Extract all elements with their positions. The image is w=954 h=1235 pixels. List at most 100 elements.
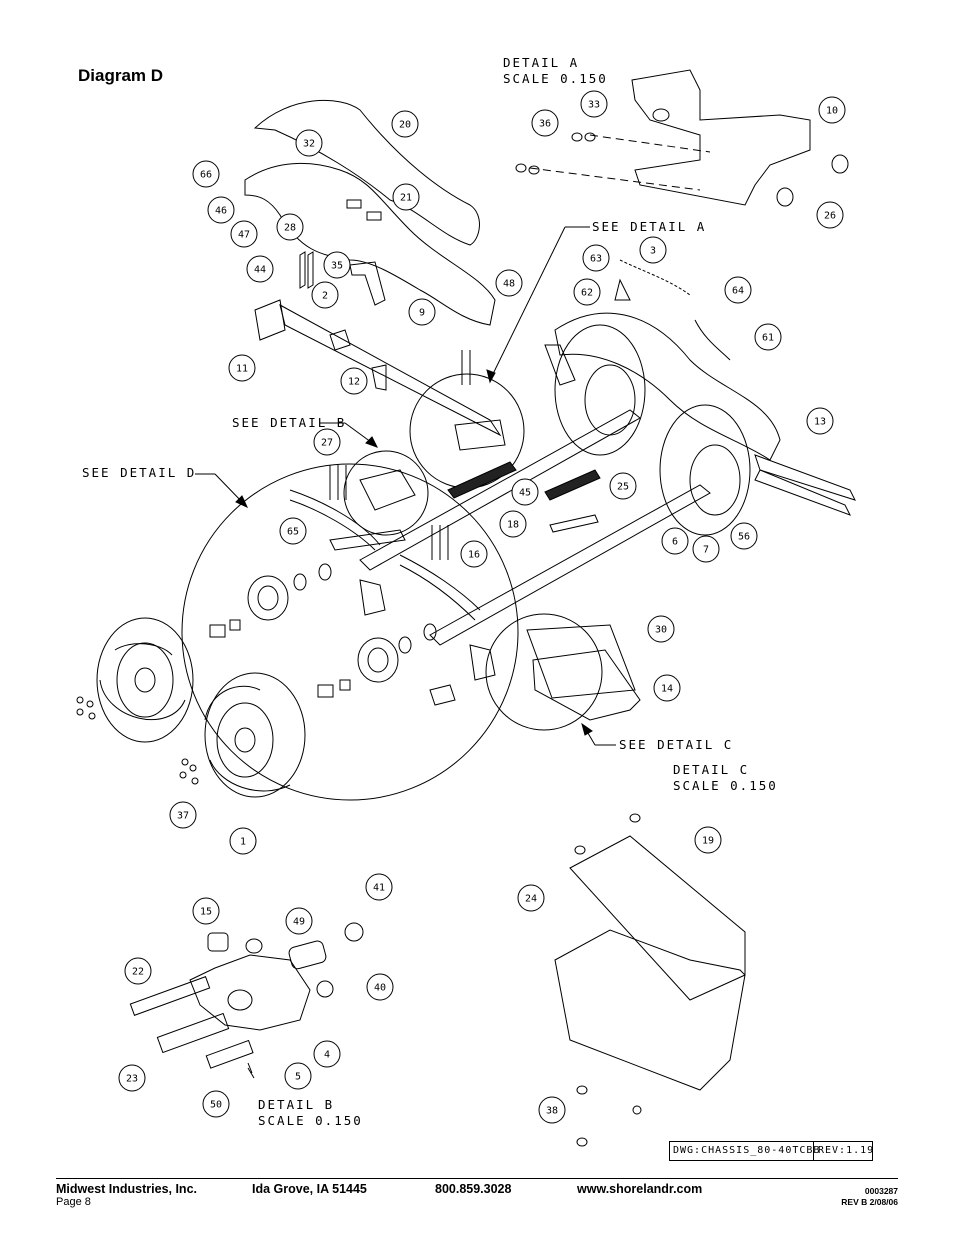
callout-bubble [724, 276, 752, 304]
footer-city: Ida Grove, IA 51445 [252, 1182, 367, 1196]
wheel-front-right [204, 672, 306, 798]
callout-bubble [639, 236, 667, 264]
footer-website: www.shorelandr.com [577, 1182, 703, 1196]
callout-bubble [365, 873, 393, 901]
callout-bubble [499, 510, 527, 538]
callout-number: 25 [617, 482, 629, 493]
callout-number: 35 [331, 261, 343, 272]
callout-bubble [295, 129, 323, 157]
callout-number: 62 [581, 288, 593, 299]
callout-number: 11 [236, 364, 248, 375]
callout-bubble [118, 1064, 146, 1092]
step-pad-45 [544, 469, 601, 501]
step-plate-19 [569, 835, 746, 1001]
callout-bubble [313, 1040, 341, 1068]
callout-number: 23 [126, 1074, 138, 1085]
detail-d-circle [181, 463, 519, 801]
callout-number: 28 [284, 223, 296, 234]
callout-number: 22 [132, 967, 144, 978]
footer-phone: 800.859.3028 [435, 1182, 512, 1196]
callout-number: 63 [590, 254, 602, 265]
callout-number: 44 [254, 265, 266, 276]
leaf-spring-lower [399, 554, 481, 611]
callout-number: 30 [655, 625, 667, 636]
page-number: Page 8 [56, 1196, 91, 1208]
callout-bubble [653, 674, 681, 702]
callout-number: 66 [200, 170, 212, 181]
callout-number: 13 [814, 417, 826, 428]
callout-number: 38 [546, 1106, 558, 1117]
callout-bubble [279, 517, 307, 545]
step-plate-18 [549, 514, 599, 533]
see-detail-d-label: SEE DETAIL D [82, 465, 196, 480]
footer-rule [56, 1178, 898, 1179]
callout-number: 14 [661, 684, 673, 695]
callout-bubble [124, 957, 152, 985]
detail-a-heading: DETAIL A [503, 55, 579, 70]
callout-bubble [207, 196, 235, 224]
callout-bubble [284, 1062, 312, 1090]
main-rail-lower [429, 484, 711, 646]
callout-number: 6 [672, 537, 678, 548]
callout-number: 56 [738, 532, 750, 543]
detail-b-circle [343, 450, 429, 536]
callout-number: 3 [650, 246, 656, 257]
fender-9 [244, 163, 496, 326]
callout-number: 37 [177, 811, 189, 822]
document-revision: REV B 2/08/06 [841, 1197, 898, 1207]
page-title: Diagram D [78, 66, 164, 85]
callout-bubble [538, 1096, 566, 1124]
drawing-box-divider [813, 1142, 814, 1160]
callout-number: 5 [295, 1072, 301, 1083]
callout-number: 65 [287, 527, 299, 538]
callout-bubble [228, 354, 256, 382]
callout-number: 33 [588, 100, 600, 111]
callout-bubble [818, 96, 846, 124]
callout-bubble [246, 255, 274, 283]
callout-number: 50 [210, 1100, 222, 1111]
callout-bubble [392, 183, 420, 211]
callout-number: 1 [240, 837, 246, 848]
rear-wheel-upper [554, 324, 646, 456]
callout-bubble [276, 213, 304, 241]
callout-bubble [582, 244, 610, 272]
callout-number: 27 [321, 438, 333, 449]
callout-bubble [285, 907, 313, 935]
callout-bubble [192, 160, 220, 188]
wheel-front-left [96, 617, 194, 743]
callout-bubble [408, 298, 436, 326]
callout-bubble [692, 535, 720, 563]
rear-wheel-lower [659, 404, 751, 536]
callout-number: 48 [503, 279, 515, 290]
callout-bubble [647, 615, 675, 643]
see-detail-b-label: SEE DETAIL B [232, 415, 346, 430]
step-pad [447, 461, 517, 499]
callout-bubble [730, 522, 758, 550]
callout-bubble [609, 472, 637, 500]
callout-bubble [816, 201, 844, 229]
footer-company: Midwest Industries, Inc. [56, 1182, 197, 1196]
callout-number: 19 [702, 836, 714, 847]
see-detail-c-label: SEE DETAIL C [619, 737, 733, 752]
callout-bubble [323, 251, 351, 279]
document-number: 0003287 [864, 1186, 898, 1196]
hitch-bracket-10 [631, 69, 811, 206]
callout-bubble [192, 897, 220, 925]
callout-number: 2 [322, 291, 328, 302]
callout-number: 61 [762, 333, 774, 344]
callout-bubble [806, 407, 834, 435]
callout-bubble [230, 220, 258, 248]
detail-a-scale: SCALE 0.150 [503, 71, 608, 86]
callout-number: 45 [519, 488, 531, 499]
callout-number: 4 [324, 1050, 330, 1061]
callout-number: 10 [826, 106, 838, 117]
leaf-spring-upper [289, 489, 381, 546]
callout-bubble [580, 90, 608, 118]
callout-number: 40 [374, 983, 386, 994]
callout-number: 18 [507, 520, 519, 531]
callout-number: 36 [539, 119, 551, 130]
callout-bubble [517, 884, 545, 912]
callout-number: 32 [303, 139, 315, 150]
